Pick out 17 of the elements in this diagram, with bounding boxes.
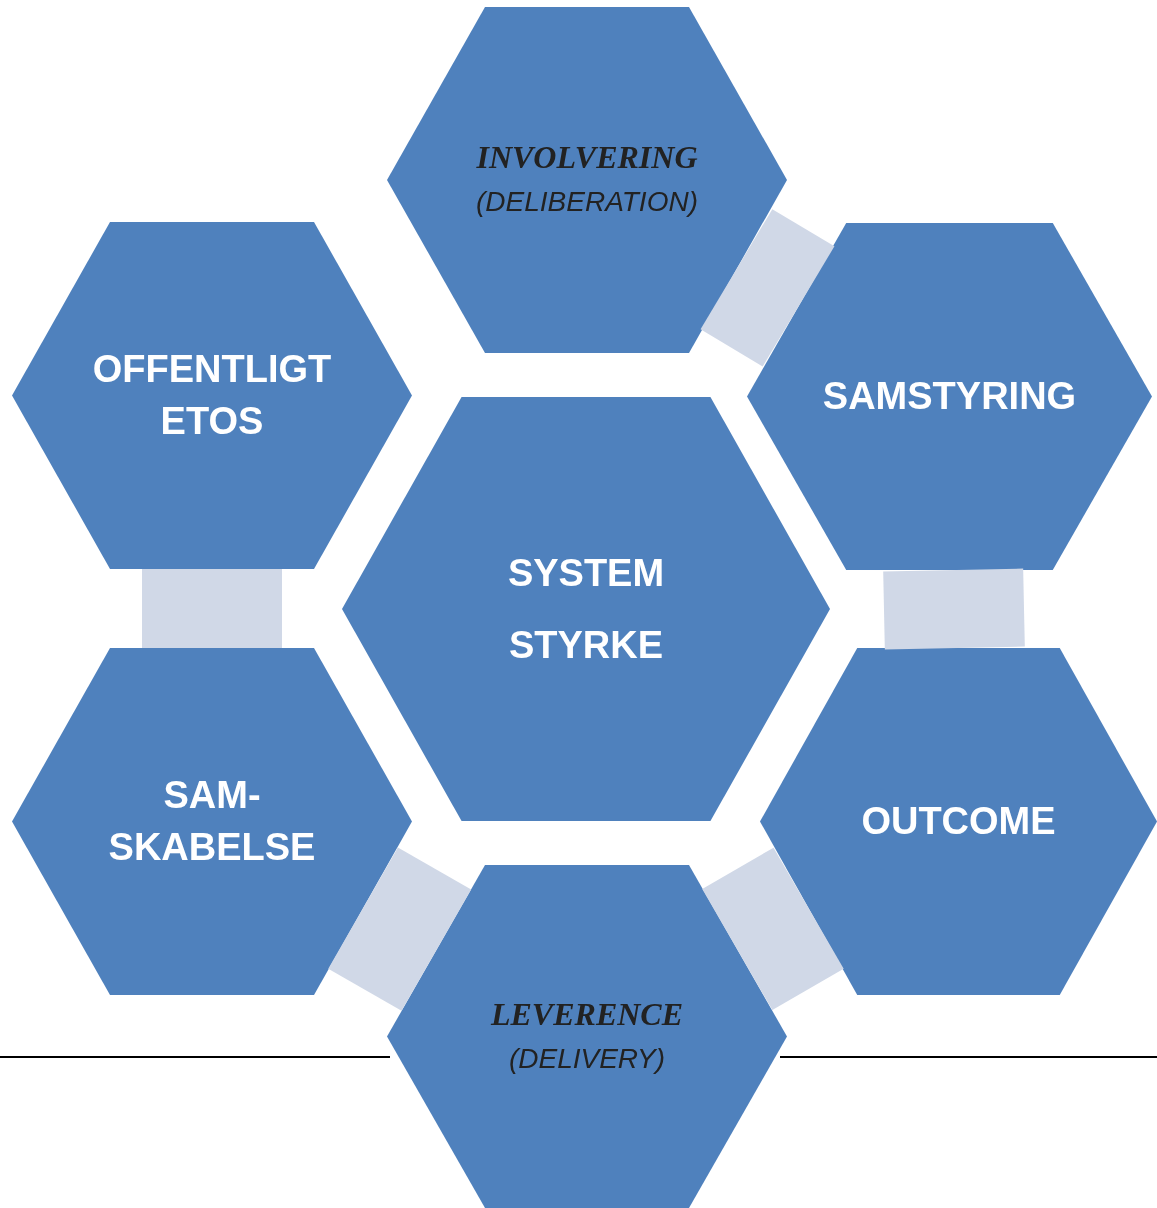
- hexagon-tile: [747, 223, 1152, 570]
- hexagon-tile: [12, 222, 412, 569]
- node-label: OUTCOME: [861, 798, 1056, 844]
- hexagon-tile: [387, 7, 787, 353]
- node-label: INVOLVERING: [476, 138, 698, 178]
- node-sublabel: (DELIBERATION): [476, 185, 698, 219]
- connector-band: [142, 569, 282, 648]
- hexagon-tile: [760, 648, 1157, 995]
- hexagon-tile: [387, 865, 787, 1208]
- hexagon-tile: [12, 648, 412, 995]
- node-label: SAM- SKABELSE: [107, 773, 317, 870]
- node-sublabel: (DELIVERY): [508, 1041, 666, 1076]
- node-label: OFFENTLIGT ETOS: [91, 347, 333, 444]
- node-label: LEVERENCE: [490, 994, 684, 1034]
- node-label: SYSTEM STYRKE: [506, 550, 666, 668]
- connector-band: [883, 568, 1025, 650]
- node-label: SAMSTYRING: [822, 373, 1077, 419]
